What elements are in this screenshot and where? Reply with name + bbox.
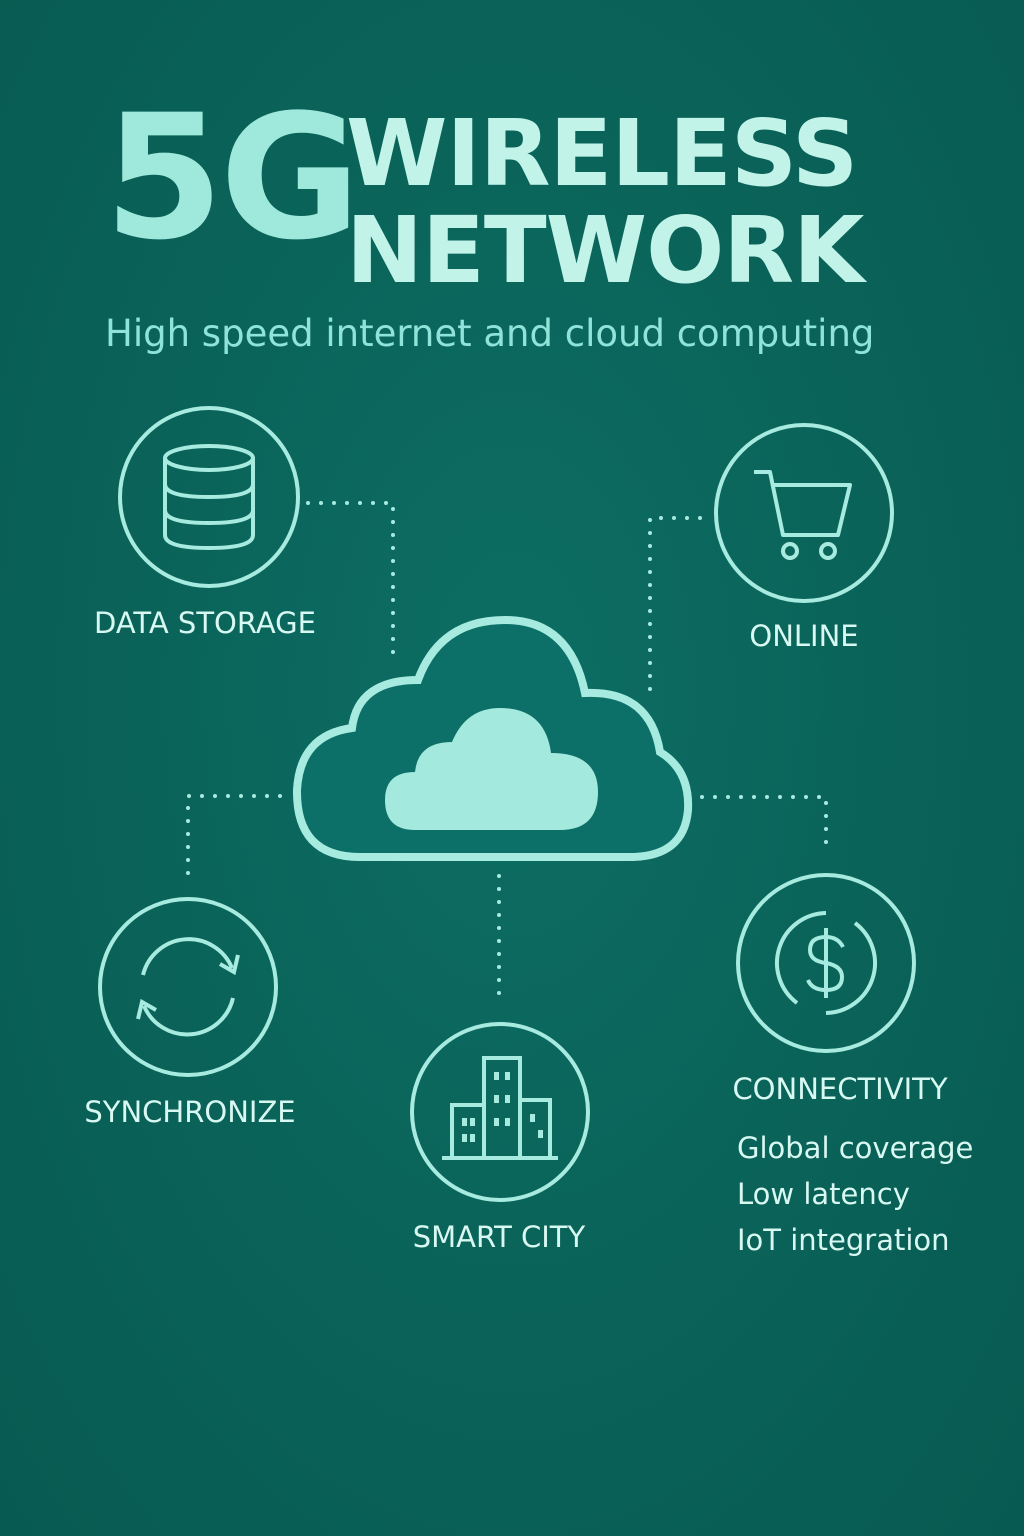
shopping-cart-icon <box>714 423 894 603</box>
feature-item: Low latency <box>737 1177 910 1211</box>
cloud-icon <box>292 615 693 861</box>
connector-synchronize <box>186 794 282 887</box>
feature-item: Global coverage <box>737 1131 974 1165</box>
subtitle: High speed internet and cloud computing <box>105 312 875 355</box>
label-synchronize: SYNCHRONIZE <box>84 1095 296 1129</box>
label-smart-city: SMART CITY <box>412 1220 586 1254</box>
connector-data-storage <box>306 501 395 664</box>
city-buildings-icon <box>410 1022 590 1202</box>
label-data-storage: DATA STORAGE <box>94 606 316 640</box>
connector-online <box>648 516 702 694</box>
title-line-2: NETWORK <box>346 197 864 304</box>
title-5g: 5G <box>104 77 361 278</box>
database-icon <box>118 406 300 588</box>
connector-lines <box>186 501 828 1008</box>
dollar-coin-icon <box>736 873 916 1053</box>
connector-connectivity <box>700 795 828 857</box>
label-online: ONLINE <box>749 619 859 653</box>
title-line-1: WIRELESS <box>346 100 858 207</box>
feature-item: IoT integration <box>737 1223 950 1257</box>
label-connectivity: CONNECTIVITY <box>732 1072 948 1106</box>
sync-icon <box>98 897 278 1077</box>
